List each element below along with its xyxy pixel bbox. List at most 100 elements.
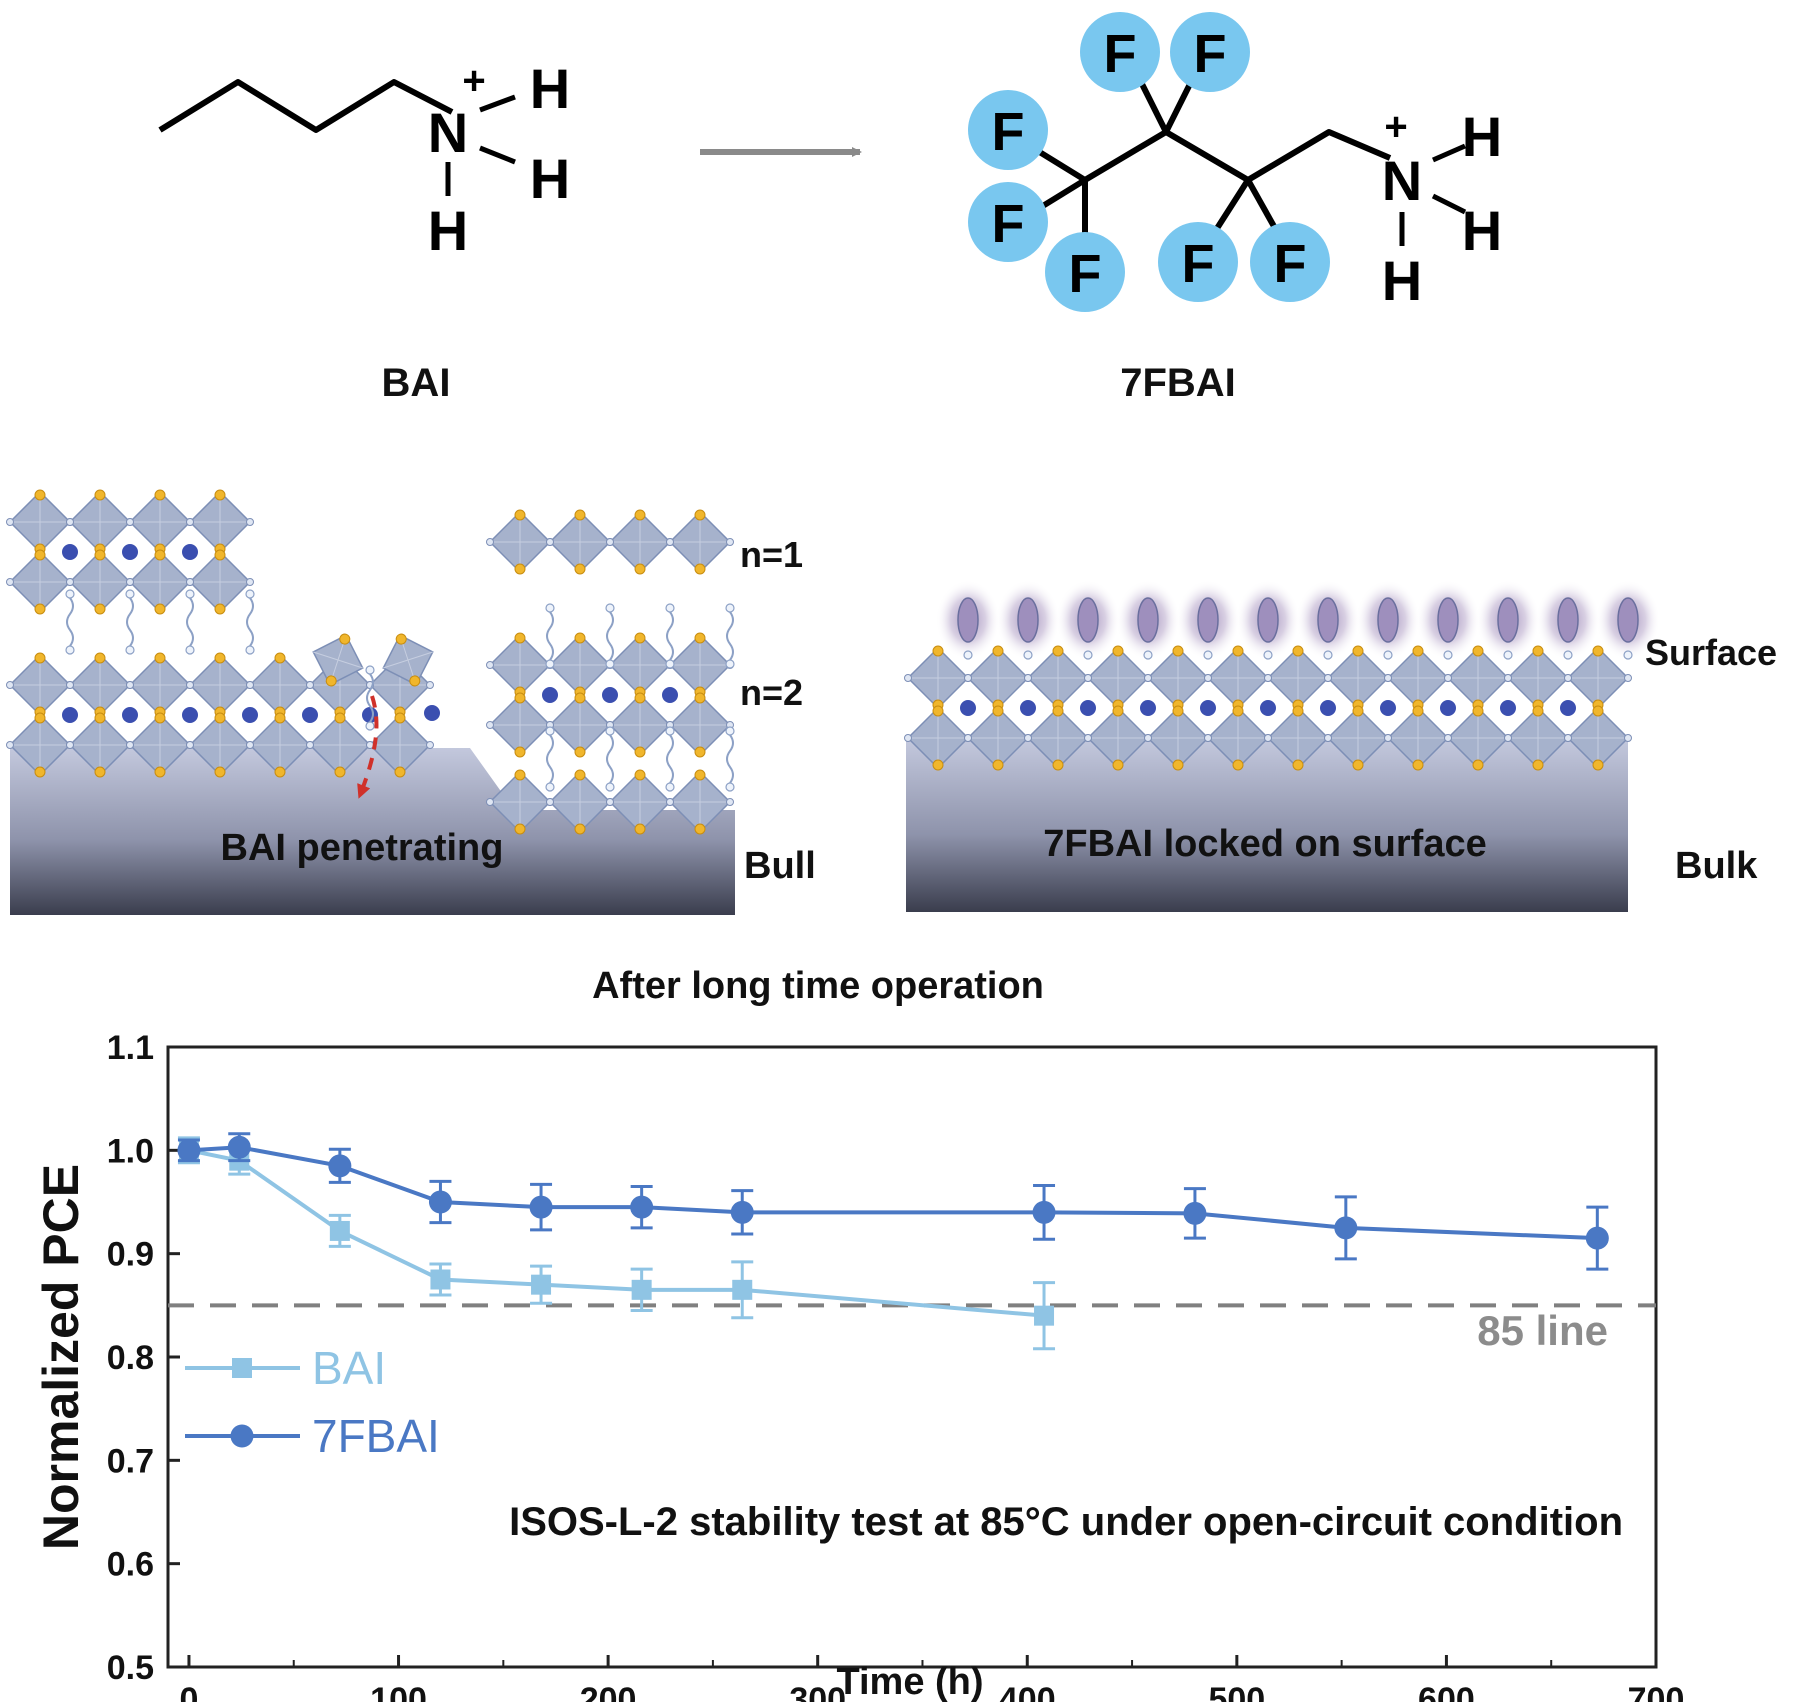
iodide-ion	[154, 652, 166, 664]
left-caption: BAI penetrating	[221, 827, 504, 869]
lattice-node	[1564, 734, 1572, 742]
lattice-node	[606, 798, 614, 806]
iodide-ion	[409, 675, 421, 687]
lattice-node	[186, 741, 194, 749]
data-point	[1334, 1216, 1358, 1240]
bai-hydrogen-atom: H	[530, 147, 570, 210]
lattice-node	[726, 798, 734, 806]
lattice-node	[964, 674, 972, 682]
lattice-node	[1444, 674, 1452, 682]
a-site-cation	[542, 687, 558, 703]
chart-annotation: ISOS-L-2 stability test at 85°C under op…	[509, 1500, 1623, 1544]
fluorine-label: F	[1104, 24, 1137, 84]
lattice-node	[6, 578, 14, 586]
iodide-ion	[1052, 705, 1064, 717]
iodide-ion	[514, 823, 526, 835]
lattice-node	[1564, 674, 1572, 682]
lattice-node	[606, 538, 614, 546]
spacer-head	[125, 645, 135, 655]
y-tick-label: 1.0	[107, 1132, 154, 1170]
lattice-node	[306, 681, 314, 689]
legend-marker	[230, 1424, 254, 1448]
fluorine-atom: F	[1045, 232, 1125, 312]
y-tick-label: 0.7	[107, 1442, 154, 1480]
data-point	[631, 1279, 652, 1300]
fluorine-atom: F	[1080, 12, 1160, 92]
iodide-ion	[1052, 645, 1064, 657]
iodide-ion	[334, 766, 346, 778]
a-site-cation	[62, 707, 78, 723]
lattice-node	[1024, 734, 1032, 742]
left-crystal-lattice	[6, 489, 735, 835]
surface-label: Surface	[1645, 632, 1777, 673]
lattice-node	[186, 518, 194, 526]
a-site-cation	[242, 707, 258, 723]
iodide-ion	[34, 549, 46, 561]
lattice-node	[486, 721, 494, 729]
iodide-ion	[574, 509, 586, 521]
iodide-ion	[1292, 705, 1304, 717]
lattice-node	[1504, 674, 1512, 682]
iodide-ion	[274, 766, 286, 778]
iodide-ion	[1172, 705, 1184, 717]
iodide-ion	[694, 509, 706, 521]
right-crystal-lattice	[904, 645, 1632, 771]
a-site-cation	[182, 544, 198, 560]
iodide-ion	[154, 603, 166, 615]
fluorine-label: F	[1274, 234, 1307, 294]
right-schematic: 7FBAI locked on surface Surface Bulk	[904, 580, 1777, 912]
lattice-node	[1264, 674, 1272, 682]
lattice-node	[1624, 674, 1632, 682]
iodide-ion	[214, 549, 226, 561]
ligand-head	[1263, 650, 1273, 660]
ligand-tail	[1617, 597, 1639, 643]
iodide-ion	[1412, 705, 1424, 717]
iodide-ion	[274, 712, 286, 724]
iodide-ion	[34, 766, 46, 778]
organic-spacer	[186, 597, 194, 647]
lattice-node	[126, 518, 134, 526]
ligand-head	[963, 650, 973, 660]
fluorine-atom: F	[1250, 222, 1330, 302]
iodide-ion	[214, 712, 226, 724]
iodide-ion	[634, 769, 646, 781]
iodide-ion	[1232, 705, 1244, 717]
a-site-cation	[1560, 700, 1576, 716]
iodide-ion	[932, 705, 944, 717]
iodide-ion	[574, 563, 586, 575]
lattice-node	[1444, 734, 1452, 742]
lattice-node	[186, 681, 194, 689]
iodide-ion	[634, 823, 646, 835]
iodide-ion	[1352, 759, 1364, 771]
ligand-head	[1323, 650, 1333, 660]
y-tick-label: 0.9	[107, 1236, 154, 1274]
iodide-ion	[1412, 645, 1424, 657]
lattice-node	[1504, 734, 1512, 742]
spacer-head	[665, 603, 675, 613]
organic-spacer	[606, 734, 614, 784]
lattice-node	[66, 681, 74, 689]
lattice-node	[1384, 734, 1392, 742]
fluorine-label: F	[992, 194, 1025, 254]
iodide-ion	[1352, 705, 1364, 717]
a-site-cation	[424, 705, 440, 721]
lattice-node	[66, 741, 74, 749]
iodide-ion	[1472, 645, 1484, 657]
legend-marker	[232, 1358, 252, 1378]
x-tick-label: 300	[789, 1681, 846, 1702]
lattice-node	[666, 538, 674, 546]
lattice-node	[1324, 674, 1332, 682]
a-site-cation	[122, 707, 138, 723]
iodide-ion	[1172, 645, 1184, 657]
series-line	[188, 1148, 1045, 1318]
a-site-cation	[362, 707, 378, 723]
iodide-ion	[34, 712, 46, 724]
spacer-head	[245, 589, 255, 599]
n1-layer-label: n=1	[740, 534, 803, 575]
x-axis-label: Time (h)	[836, 1661, 983, 1702]
a-site-cation	[1500, 700, 1516, 716]
lattice-node	[1144, 674, 1152, 682]
iodide-ion	[634, 692, 646, 704]
organic-spacer	[726, 611, 734, 661]
